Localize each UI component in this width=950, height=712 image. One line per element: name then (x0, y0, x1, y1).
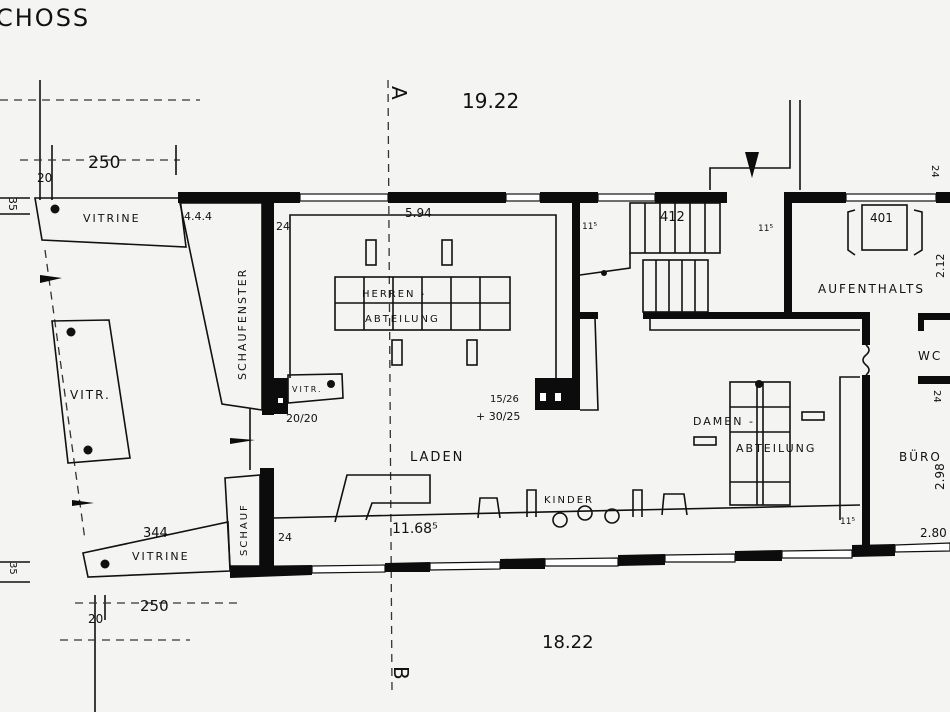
vitrine-post (83, 445, 93, 455)
dim-24-b: 24 (278, 531, 292, 544)
vitrine-post (327, 380, 335, 388)
herren-display-table (334, 239, 511, 366)
label-wc: WC (918, 349, 942, 363)
laden-counter-and-furniture (334, 474, 688, 528)
vitrine-left (51, 319, 131, 464)
dim-444: 4.4.4 (184, 210, 212, 223)
label-aufenthalt: AUFENTHALTS (818, 282, 925, 296)
dim-20-20: 20/20 (286, 412, 318, 425)
dim-298: 2.98 (933, 463, 947, 490)
dim-344: 344 (143, 526, 168, 541)
vitrine-post (100, 559, 110, 569)
dim-24-a: 24 (276, 220, 290, 233)
dim-bottom-250: 250 (140, 597, 169, 615)
dim-top-20: 20 (37, 171, 52, 185)
label-kinder: KINDER (544, 495, 594, 506)
label-damen-1: DAMEN - (693, 415, 755, 428)
dim-bottom-overall: 18.22 (542, 632, 594, 653)
label-vitr-small: VITR. (292, 385, 323, 394)
label-laden: LADEN (410, 450, 464, 465)
dim-15-26: 15/26 (490, 394, 519, 405)
dim-212: 2.12 (934, 254, 947, 279)
label-vitr-left: VITR. (70, 388, 111, 402)
label-vitrine-bottom: VITRINE (132, 550, 190, 563)
dim-24-c: 24 (929, 165, 940, 178)
dim-bottom-35: 35 (7, 562, 18, 575)
label-herren-2: ABTEILUNG (365, 314, 440, 325)
dim-115-a: 11⁵ (582, 222, 597, 232)
staircase (579, 202, 721, 313)
section-line (387, 79, 393, 691)
damen-display-table (693, 380, 825, 506)
dim-30-25: + 30/25 (476, 410, 520, 423)
dim-bottom-20: 20 (88, 612, 103, 626)
label-vitrine-top: VITRINE (83, 212, 141, 225)
entrance-arrow-icons (40, 152, 759, 506)
vitrine-small (287, 373, 344, 404)
label-schauf: SCHAUF (239, 503, 250, 556)
schaufenster (179, 202, 263, 411)
left-dimension-lines (0, 80, 251, 712)
label-schaufenster: SCHAUFENSTER (236, 268, 249, 380)
dim-412: 412 (660, 210, 685, 225)
dim-115-c: 11⁵ (840, 517, 855, 527)
section-mark-a: A (387, 86, 411, 102)
dim-24-d: 24 (931, 390, 942, 403)
label-damen-2: ABTEILUNG (736, 442, 816, 455)
dim-594: 5.94 (405, 206, 432, 220)
dim-401: 401 (870, 211, 893, 225)
dim-top-35: 35 (6, 197, 19, 211)
dim-laden-length: 11.68⁵ (392, 521, 438, 537)
section-mark-b: B (389, 666, 413, 682)
aufenthalt-table (847, 204, 923, 256)
vitrine-post (66, 327, 76, 337)
plan-title: CHOSS (0, 4, 90, 32)
dim-115-b: 11⁵ (758, 224, 773, 234)
vitrine-post (50, 204, 60, 214)
dim-top-overall: 19.22 (462, 89, 519, 113)
vitrine-top (34, 197, 187, 248)
dim-280: 2.80 (920, 526, 947, 540)
label-herren-1: HERREN - (362, 289, 426, 300)
label-buero: BÜRO (899, 448, 942, 464)
walls (178, 192, 950, 578)
dim-top-250: 250 (88, 153, 120, 173)
interior-lines (273, 100, 870, 520)
